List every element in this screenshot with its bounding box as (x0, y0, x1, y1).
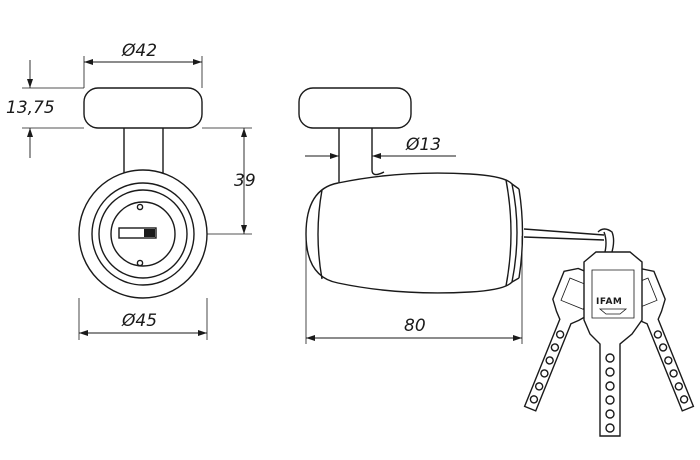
front-shaft (123, 128, 164, 178)
front-keyway-inner (144, 229, 155, 237)
dim-center-height: 39 (234, 171, 256, 191)
keys-group: IFAM (523, 251, 695, 437)
side-dimensions: Ø13 80 (305, 135, 523, 344)
front-pin-bottom (136, 259, 144, 267)
side-barrel-body (305, 172, 518, 294)
side-view (298, 87, 615, 294)
side-barrel-band (505, 179, 512, 287)
front-view (78, 87, 208, 299)
key-center: IFAM (583, 251, 643, 437)
front-pin-top (136, 203, 144, 211)
side-barrel-cap (317, 189, 323, 280)
front-keyway (118, 227, 157, 239)
front-cylinder-face (110, 201, 176, 267)
front-rosette-ring (91, 182, 195, 286)
key-wire (523, 228, 605, 241)
dim-body-diameter: Ø45 (121, 311, 157, 331)
dim-body-length: 80 (404, 316, 426, 336)
front-rosette-inner (98, 189, 188, 279)
dim-shaft-diameter: Ø13 (405, 135, 441, 155)
key-brand-label: IFAM (596, 297, 622, 307)
side-knob-head (298, 87, 412, 129)
dim-head-diameter: Ø42 (121, 41, 157, 61)
side-barrel-band-2 (511, 183, 524, 283)
dim-head-height: 13,75 (6, 98, 55, 118)
front-dimensions: Ø42 13,75 39 Ø45 (6, 41, 256, 340)
front-knob-head (83, 87, 203, 129)
